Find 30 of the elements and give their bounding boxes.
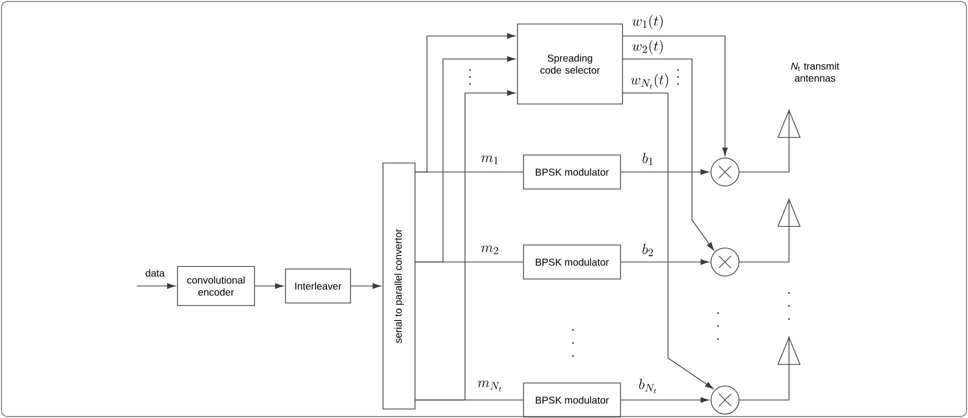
arrow	[136, 283, 176, 289]
block-box: Interleaver	[285, 268, 351, 304]
edge-label: $w_{1}(t)$	[632, 14, 663, 30]
arrow	[622, 36, 728, 156]
edge-label: $m_{N_t}$	[478, 380, 502, 392]
block-box: BPSK modulator	[523, 382, 621, 418]
block-box: serial to parallel convertor	[382, 162, 416, 410]
edge-label: $w_{2}(t)$	[632, 40, 663, 54]
caption-label: N$_{t}$ transmit antennas	[791, 62, 840, 82]
edge-label: $m_{1}$	[481, 156, 498, 164]
block-box: convolutional encoder	[177, 266, 255, 306]
arrow	[620, 169, 709, 175]
arrow	[350, 283, 381, 289]
arrow	[254, 283, 284, 289]
multiplier-symbol	[710, 386, 740, 414]
multiplier-symbol	[710, 248, 740, 276]
edge-label: $w_{N_t}(t)$	[630, 74, 668, 89]
arrow	[622, 58, 714, 251]
edge-label: $b_{1}$	[642, 152, 653, 166]
block-box: BPSK modulator	[523, 244, 621, 280]
edge-label: $b_{2}$	[642, 244, 653, 256]
block-box: BPSK modulator	[523, 154, 621, 190]
arrow	[620, 259, 709, 265]
arrow	[620, 397, 709, 403]
multiplier-symbol	[710, 158, 740, 186]
edge-label: $m_{2}$	[481, 246, 498, 254]
edge-label: $b_{N_t}$	[639, 378, 656, 394]
edge-label: data	[146, 269, 165, 277]
arrow	[622, 92, 714, 390]
block-box: Spreading code selector	[517, 24, 623, 104]
